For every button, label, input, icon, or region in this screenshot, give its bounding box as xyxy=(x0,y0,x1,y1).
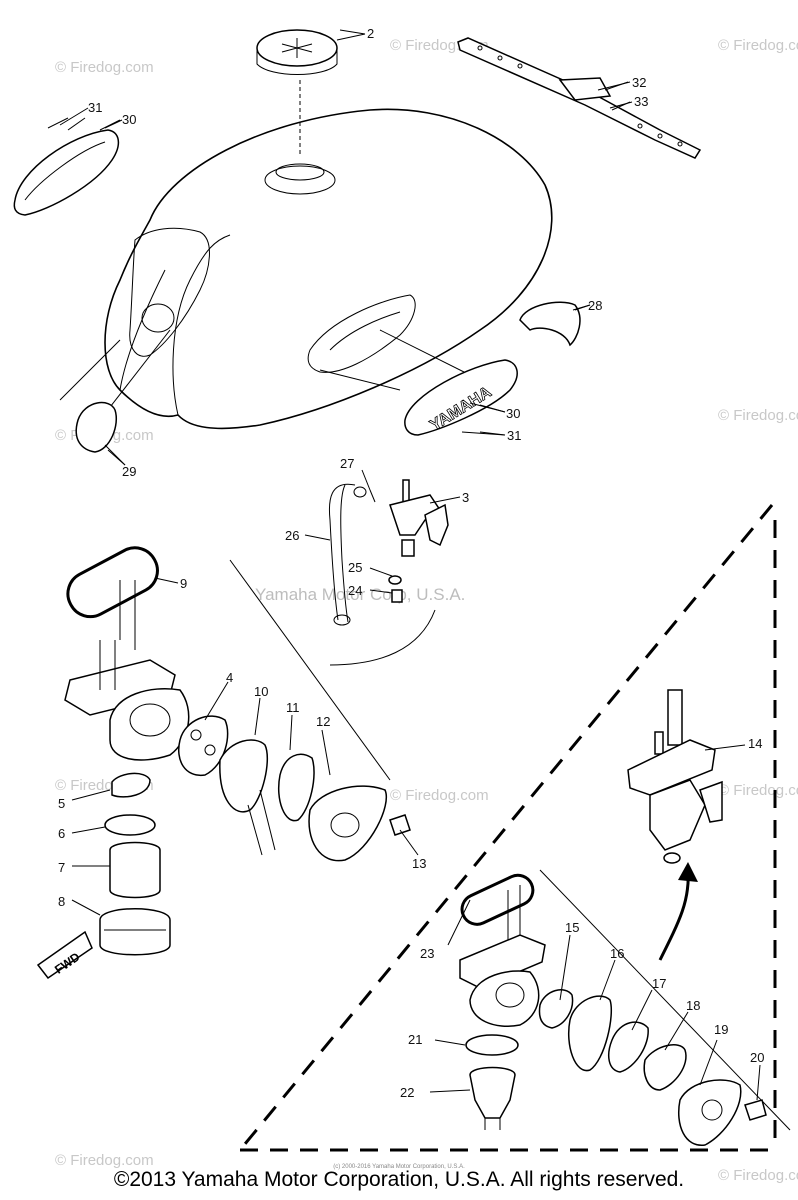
part-label: 13 xyxy=(412,856,426,871)
fwd-arrow-icon: FWD xyxy=(36,930,93,980)
watermark: © Firedog.com xyxy=(718,407,798,424)
alternate-assembly-boundary xyxy=(238,504,777,1152)
part-label: 28 xyxy=(588,298,602,313)
fuel-cap xyxy=(256,29,366,155)
part-label: 5 xyxy=(58,796,65,811)
group-boundary xyxy=(329,609,436,666)
part-label: 24 xyxy=(348,583,362,598)
fuel-cock-14 xyxy=(627,689,723,864)
part-labels: 2 31 30 32 33 28 29 30 31 27 3 26 25 24 … xyxy=(58,26,764,1100)
leader-lines xyxy=(59,29,761,1101)
part-label: 26 xyxy=(285,528,299,543)
part-label: 31 xyxy=(507,428,521,443)
part-label: 20 xyxy=(750,1050,764,1065)
part-label: 12 xyxy=(316,714,330,729)
part-label: 16 xyxy=(610,946,624,961)
tank-damper-29 xyxy=(75,401,126,466)
part-label: 8 xyxy=(58,894,65,909)
tank-emblem-left xyxy=(13,117,121,216)
part-label: 15 xyxy=(565,920,579,935)
part-label: 29 xyxy=(122,464,136,479)
group-boundary xyxy=(539,869,791,1131)
watermark: © Firedog.com xyxy=(718,1167,798,1184)
part-label: 14 xyxy=(748,736,762,751)
part-label: 27 xyxy=(340,456,354,471)
watermark: © Firedog.com xyxy=(718,37,798,54)
part-label: 9 xyxy=(180,576,187,591)
tiny-credit: (c) 2000-2016 Yamaha Motor Corporation, … xyxy=(333,1164,465,1170)
part-label: 17 xyxy=(652,976,666,991)
part-label: 32 xyxy=(632,75,646,90)
assembly-arrow-icon xyxy=(658,862,698,961)
copyright-notice: ©2013 Yamaha Motor Corporation, U.S.A. A… xyxy=(113,1168,685,1191)
part-label: 22 xyxy=(400,1085,414,1100)
watermark: © Firedog.com xyxy=(55,59,154,76)
part-label: 31 xyxy=(88,100,102,115)
part-label: 18 xyxy=(686,998,700,1013)
part-label: 33 xyxy=(634,94,648,109)
part-label: 25 xyxy=(348,560,362,575)
watermark: © Firedog.com xyxy=(390,787,489,804)
fuel-cock-exploded-right xyxy=(459,873,767,1146)
part-label: 19 xyxy=(714,1022,728,1037)
part-label: 11 xyxy=(286,700,300,715)
center-watermark: Yamaha Motor Corp, U.S.A. xyxy=(255,585,465,604)
part-label: 30 xyxy=(122,112,136,127)
part-label: 2 xyxy=(367,26,374,41)
tank-emblem-right: YAMAHA xyxy=(404,359,518,436)
part-label: 21 xyxy=(408,1032,422,1047)
part-label: 30 xyxy=(506,406,520,421)
watermark: © Firedog.com xyxy=(718,782,798,799)
tank-damper-28 xyxy=(519,301,591,347)
fuel-cock-exploded-left xyxy=(64,546,411,956)
watermark: © Firedog.com xyxy=(55,1152,154,1169)
group-boundary xyxy=(229,559,391,781)
tank-strap xyxy=(457,37,702,159)
part-label: 7 xyxy=(58,860,65,875)
part-label: 3 xyxy=(462,490,469,505)
part-label: 6 xyxy=(58,826,65,841)
fuel-cock-upper xyxy=(328,479,449,626)
part-label: 4 xyxy=(226,670,233,685)
part-label: 23 xyxy=(420,946,434,961)
part-label: 10 xyxy=(254,684,268,699)
